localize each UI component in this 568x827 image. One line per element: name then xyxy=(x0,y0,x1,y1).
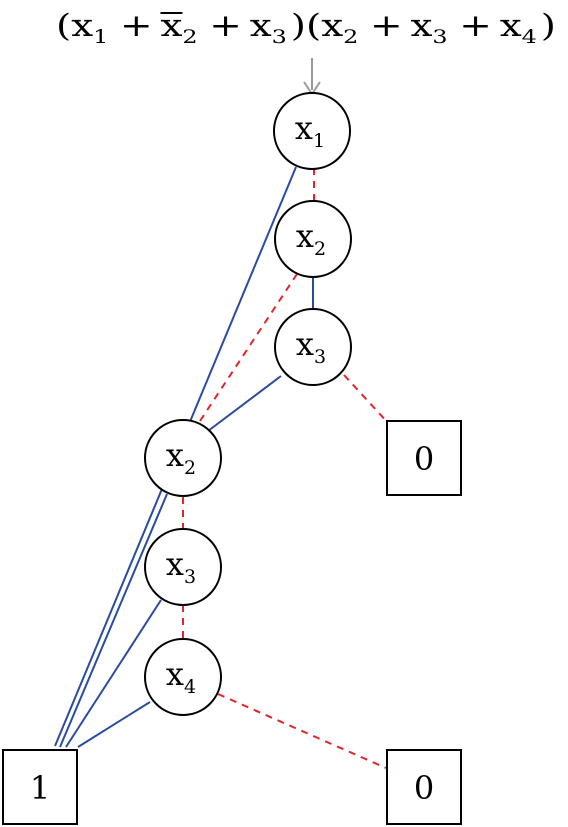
node-circle xyxy=(144,528,222,606)
node-circle xyxy=(144,419,222,497)
formula-variable: x xyxy=(410,8,433,44)
formula-subscript: 3 xyxy=(432,26,447,48)
node-layer: x1 x2 x3 x2 x3 x4 0 1 0 xyxy=(2,92,462,825)
formula-paren: ( xyxy=(306,8,321,44)
terminal-label: 0 xyxy=(414,769,434,807)
formula-variable: x xyxy=(500,8,523,44)
formula-paren: ) xyxy=(541,8,556,44)
formula-subscript: 4 xyxy=(522,26,537,48)
node-circle xyxy=(144,638,222,716)
terminal-t1: 1 xyxy=(2,749,78,825)
terminal-label: 0 xyxy=(414,440,434,478)
bdd-node-n2: x2 xyxy=(274,200,352,278)
formula-variable: x xyxy=(71,8,94,44)
terminal-box xyxy=(386,749,462,825)
node-circle xyxy=(274,200,352,278)
formula-subscript: 3 xyxy=(272,26,287,48)
low-edge-n3-t0a xyxy=(343,374,390,425)
formula-paren: ) xyxy=(291,8,306,44)
formula-subscript: 2 xyxy=(343,26,358,48)
bdd-node-n6: x4 xyxy=(144,638,222,716)
node-label: x2 xyxy=(166,436,196,479)
root-arrow xyxy=(303,58,321,96)
formula-paren: ( xyxy=(56,8,71,44)
root-arrow-layer xyxy=(303,58,321,96)
node-circle xyxy=(274,308,352,386)
node-circle xyxy=(273,92,351,170)
formula-variable: x xyxy=(160,8,183,44)
formula-operator: + xyxy=(452,8,500,44)
high-edge-n6-t1 xyxy=(77,701,151,748)
bdd-node-n5: x3 xyxy=(144,528,222,606)
formula-operator: + xyxy=(362,8,410,44)
terminal-label: 1 xyxy=(30,769,50,807)
terminal-t0b: 0 xyxy=(386,749,462,825)
formula-subscript: 2 xyxy=(182,26,197,48)
bdd-node-n4: x2 xyxy=(144,419,222,497)
formula-operator: + xyxy=(202,8,250,44)
high-edge-n5-t1 xyxy=(65,599,162,748)
bdd-node-n1: x1 xyxy=(273,92,351,170)
low-edge-n2-n4 xyxy=(197,273,298,425)
high-edge-n3-n4 xyxy=(207,375,282,432)
formula-variable: x xyxy=(250,8,273,44)
terminal-box xyxy=(2,749,78,825)
node-label: x1 xyxy=(295,109,325,152)
high-edge-n4-t1 xyxy=(59,493,168,748)
node-label: x3 xyxy=(296,325,326,368)
formula-operator: + xyxy=(112,8,160,44)
formula-variable: x xyxy=(321,8,344,44)
node-label: x3 xyxy=(166,545,196,588)
terminal-box xyxy=(386,420,462,496)
low-edge-n6-t0b xyxy=(217,693,387,769)
node-label: x2 xyxy=(296,217,326,260)
bdd-node-n3: x3 xyxy=(274,308,352,386)
terminal-t0a: 0 xyxy=(386,420,462,496)
node-label: x4 xyxy=(166,655,196,698)
formula-subscript: 1 xyxy=(93,26,108,48)
